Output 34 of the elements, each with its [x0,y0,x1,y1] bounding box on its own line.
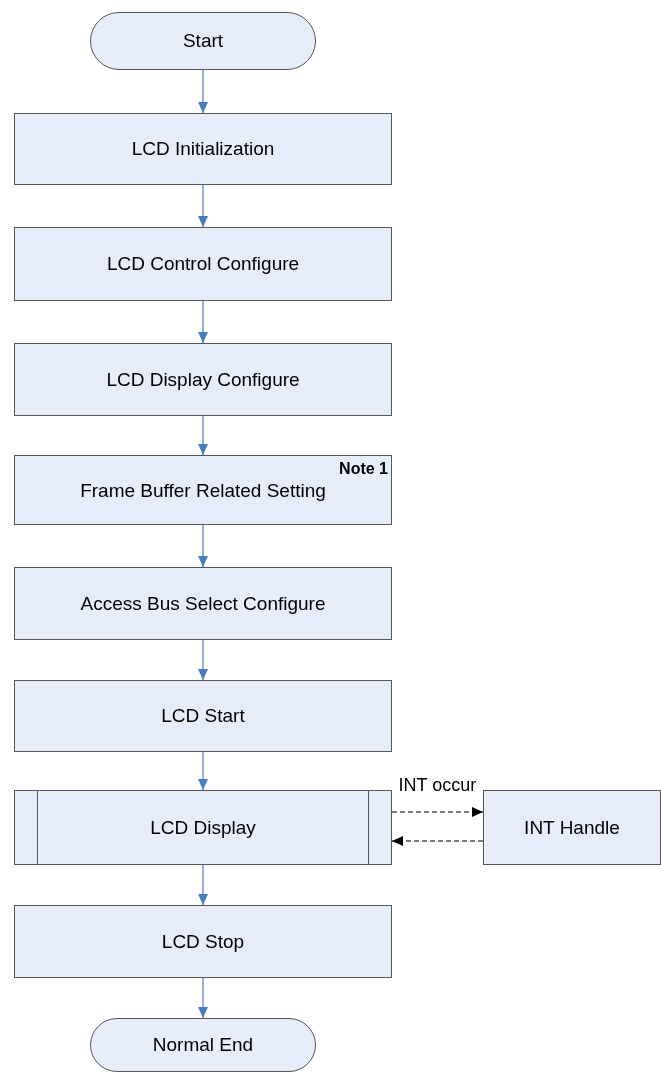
arrow [391,836,484,846]
process-box [14,343,392,416]
arrow [198,864,208,906]
arrow [198,184,208,228]
process-box [14,455,392,525]
process-box [483,790,661,865]
arrow [198,639,208,681]
arrow [198,751,208,791]
box-text: Frame Buffer Related Setting [80,479,326,503]
box-text: LCD Display Configure [106,367,300,392]
arrow [198,415,208,456]
box-text: LCD Stop [161,929,245,954]
arrow [198,524,208,568]
process-box [14,567,392,640]
box-text: INT Handle [524,815,620,840]
box-text: LCD Initialization [131,137,275,161]
arrow [198,69,208,114]
subprocess-box [14,790,392,865]
process-box [14,227,392,301]
process-box [14,113,392,185]
box-text: Access Bus Select Configure [80,591,326,616]
arrow [391,807,484,817]
box-text: LCD Display [150,815,256,840]
arrow [198,300,208,344]
process-box [14,680,392,752]
box-text: Normal End [152,1033,254,1057]
edge-label: INT occur [397,776,478,794]
box-text: LCD Control Configure [106,252,300,276]
process-box [14,905,392,978]
terminal-pill [90,1018,316,1072]
arrow [198,977,208,1019]
box-text: LCD Start [161,704,245,728]
note-label: Note 1 [339,459,388,479]
box-text: Start [182,29,224,53]
